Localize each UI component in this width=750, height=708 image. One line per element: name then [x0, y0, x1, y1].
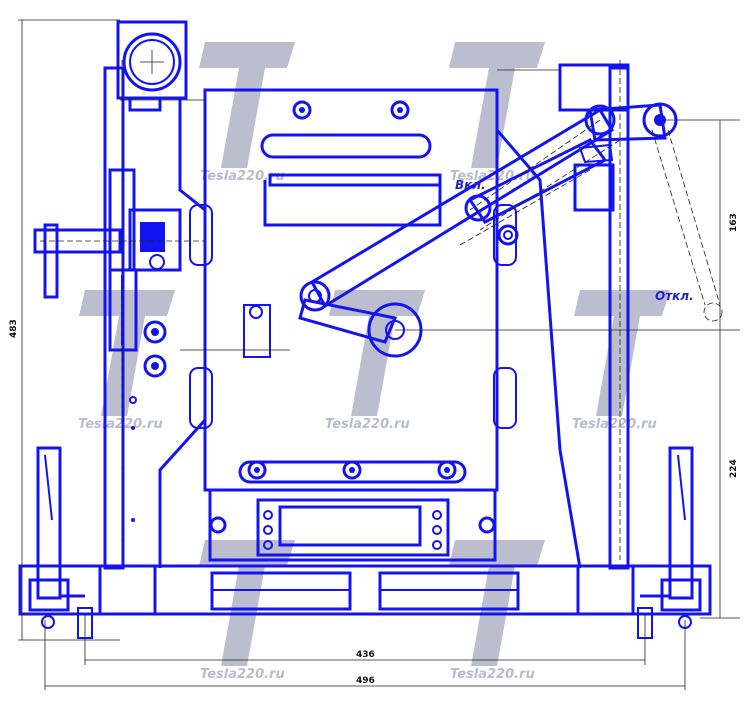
right-leg: [637, 446, 702, 639]
dim-lower-height: 224: [729, 459, 739, 478]
dimension-values: 483 224 163 436 496: [9, 213, 739, 686]
watermark-text-3: Tesla220.ru: [78, 417, 163, 432]
watermark-text-5: Tesla220.ru: [572, 417, 657, 432]
watermark-glyph-4: [329, 290, 425, 416]
label-off: Откл.: [655, 289, 694, 303]
watermark-text-6: Tesla220.ru: [200, 667, 285, 682]
dim-upper-height: 163: [729, 213, 739, 232]
position-labels: Вкл. Откл.: [455, 178, 694, 303]
central-plate: [189, 88, 517, 492]
watermark-glyph-3: [79, 290, 175, 416]
dimension-lines: [18, 19, 740, 690]
base-frame: [18, 564, 712, 616]
watermark-glyph-5: [574, 290, 670, 416]
left-leg: [28, 446, 93, 639]
dim-inner-width: 436: [356, 650, 375, 660]
off-position-linkage: [459, 119, 723, 322]
watermark-layer: Tesla220.ru Tesla220.ru Tesla220.ru Tesl…: [78, 42, 670, 682]
watermark-glyph-7: [449, 540, 545, 666]
watermark-text-2: Tesla220.ru: [450, 169, 535, 184]
dim-total-height: 483: [9, 319, 19, 338]
dim-total-width: 496: [356, 676, 375, 686]
label-on: Вкл.: [455, 178, 486, 192]
watermark-text-4: Tesla220.ru: [325, 417, 410, 432]
watermark-glyph-1: [199, 42, 295, 168]
bottom-block: [208, 488, 497, 562]
watermark-text-7: Tesla220.ru: [450, 667, 535, 682]
watermark-glyph-6: [199, 540, 295, 666]
